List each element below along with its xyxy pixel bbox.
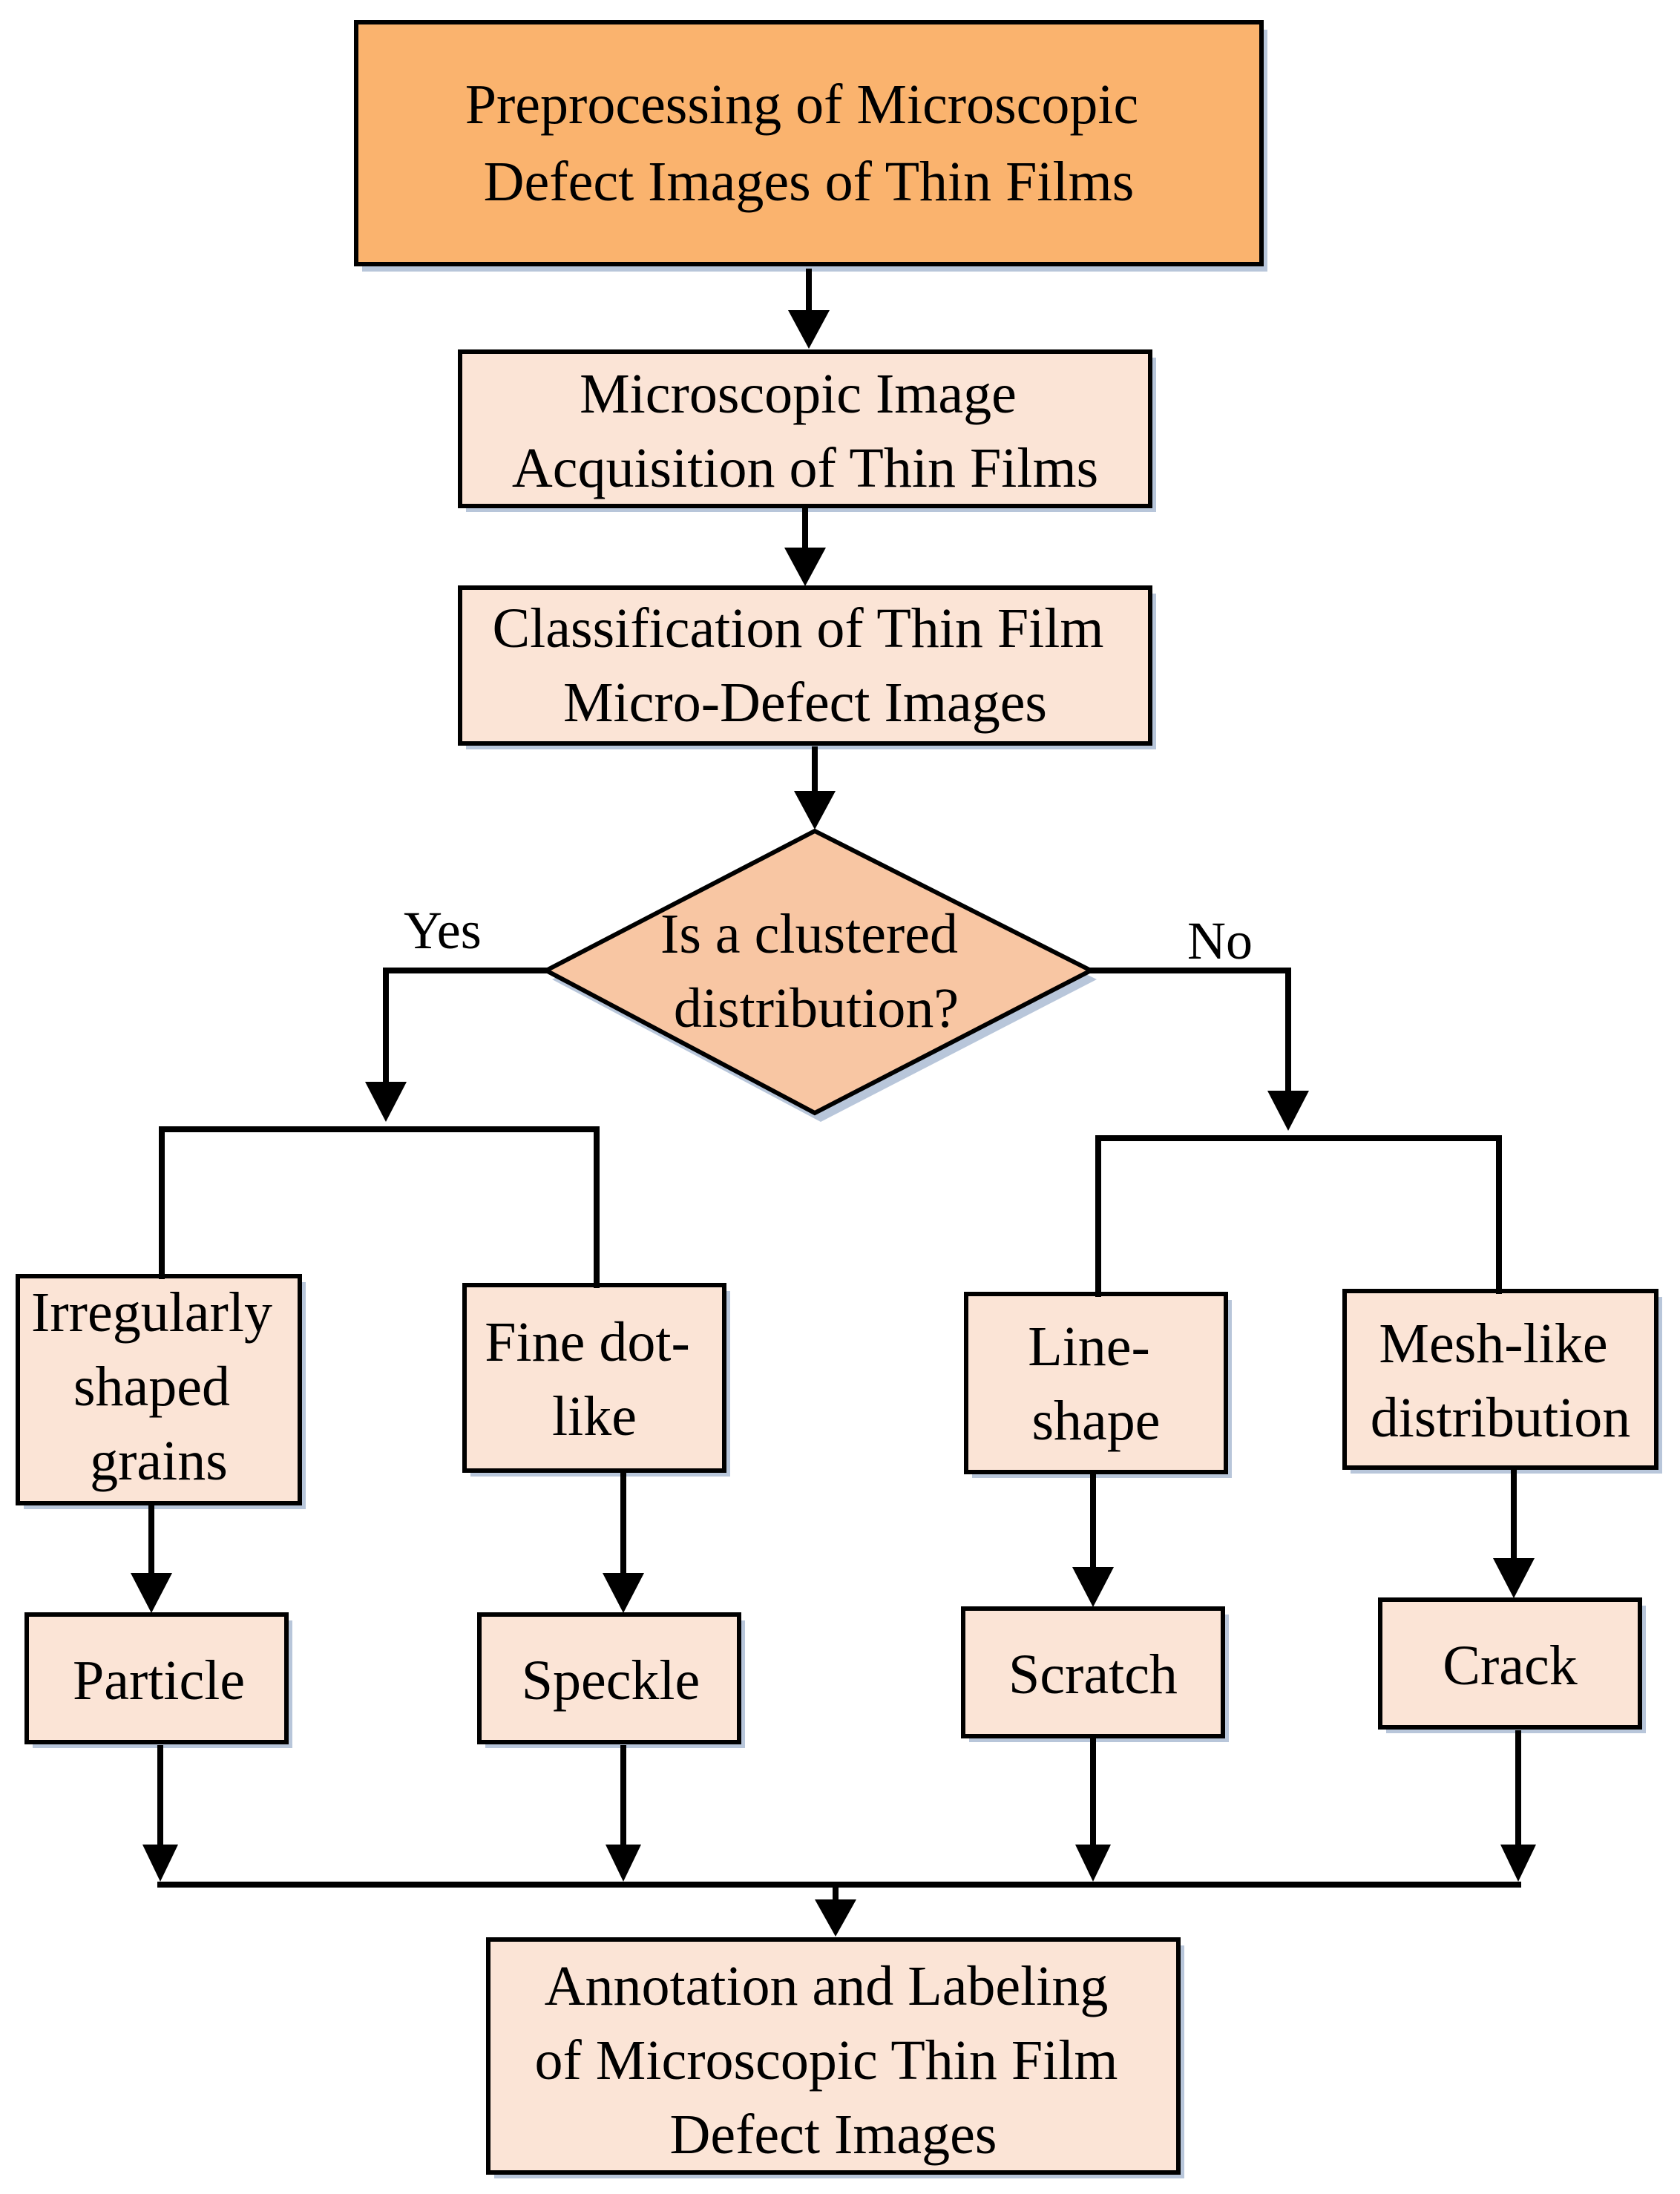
svg-text:Scratch: Scratch: [1008, 1643, 1178, 1706]
svg-text:Annotation and Labeling: Annotation and Labeling of Microscopic T…: [535, 1955, 1132, 2166]
annotation-line-2: of Microscopic Thin Film: [535, 2029, 1118, 2092]
fine-dot-node: Fine dot- like: [462, 1283, 730, 1477]
svg-text:Is a clustered distribut: Is a clustered distribution?: [660, 903, 972, 1039]
scratch-label: Scratch: [1008, 1643, 1178, 1706]
arrowhead-merge-ann: [815, 1899, 856, 1937]
svg-text:Irregularly shaped: Irregularly shaped grains: [31, 1281, 286, 1492]
preprocessing-line-2: Defect Images of Thin Films: [484, 151, 1135, 213]
connector-no: [1088, 968, 1291, 1095]
particle-node: Particle: [24, 1612, 292, 1748]
mesh-like-line-2: distribution: [1371, 1387, 1630, 1449]
svg-text:Crack: Crack: [1443, 1635, 1577, 1697]
arrowhead-yes: [365, 1082, 407, 1122]
connector-yes-split: [159, 1126, 600, 1288]
svg-text:Speckle: Speckle: [522, 1649, 700, 1712]
irregular-line-1: Irregularly: [31, 1281, 272, 1344]
annotation-node: Annotation and Labeling of Microscopic T…: [486, 1937, 1184, 2178]
connectors: [131, 269, 1536, 1937]
line-shape-line-2: shape: [1031, 1390, 1160, 1452]
arrowhead-fine-speckle: [603, 1573, 644, 1613]
fine-dot-line-2: like: [552, 1385, 637, 1448]
svg-text:Preprocessing of Microscopic: Preprocessing of Microscopic Defect Imag…: [465, 73, 1153, 213]
arrowhead-acq-cls: [784, 548, 826, 586]
arrowhead-pre-acq: [788, 310, 830, 349]
svg-text:Particle: Particle: [73, 1649, 245, 1712]
line-shape-line-1: Line-: [1028, 1316, 1150, 1378]
svg-text:Classification of Thin Film: Classification of Thin Film Micro-Defect…: [492, 597, 1118, 734]
arrowhead-scratch-merge: [1075, 1845, 1111, 1882]
decision-line-2: distribution?: [674, 977, 959, 1039]
irregular-grains-node: Irregularly shaped grains: [16, 1274, 306, 1509]
classification-line-2: Micro-Defect Images: [563, 671, 1047, 734]
acquisition-node: Microscopic Image Acquisition of Thin Fi…: [458, 349, 1156, 512]
acquisition-line-2: Acquisition of Thin Films: [512, 437, 1098, 499]
svg-text:Microscopic Image Acquis: Microscopic Image Acquisition of Thin Fi…: [512, 363, 1098, 499]
speckle-label: Speckle: [522, 1649, 700, 1712]
particle-label: Particle: [73, 1649, 245, 1712]
preprocessing-line-1: Preprocessing of Microscopic: [465, 73, 1139, 136]
arrowhead-no: [1267, 1091, 1309, 1131]
preprocessing-node: Preprocessing of Microscopic Defect Imag…: [354, 20, 1267, 272]
no-label: No: [1187, 911, 1253, 970]
annotation-line-3: Defect Images: [670, 2103, 997, 2166]
line-shape-node: Line- shape: [964, 1292, 1232, 1478]
arrowhead-mesh-crack: [1493, 1558, 1535, 1598]
decision-line-1: Is a clustered: [660, 903, 958, 965]
classification-line-1: Classification of Thin Film: [492, 597, 1103, 660]
arrowhead-particle-merge: [142, 1845, 178, 1882]
classification-node: Classification of Thin Film Micro-Defect…: [458, 585, 1156, 749]
arrowhead-speckle-merge: [606, 1845, 641, 1882]
arrowhead-crack-merge: [1500, 1845, 1536, 1882]
svg-text:Mesh-like distribution: Mesh-like distribution: [1371, 1313, 1630, 1449]
arrowhead-cls-dec: [794, 791, 836, 830]
acquisition-line-1: Microscopic Image: [580, 363, 1017, 425]
crack-label: Crack: [1443, 1635, 1577, 1697]
connector-no-split: [1095, 1135, 1502, 1297]
annotation-line-1: Annotation and Labeling: [545, 1955, 1109, 2017]
decision-node: Is a clustered distribution?: [541, 828, 1097, 1122]
arrowhead-irr-particle: [131, 1573, 172, 1613]
speckle-node: Speckle: [477, 1612, 745, 1748]
svg-text:Fine dot- like: Fine dot- like: [485, 1311, 704, 1448]
connector-yes: [383, 968, 549, 1086]
irregular-line-2: shaped: [73, 1356, 230, 1418]
crack-node: Crack: [1378, 1597, 1646, 1733]
arrowhead-line-scratch: [1072, 1567, 1114, 1607]
yes-label: Yes: [404, 901, 482, 960]
mesh-like-line-1: Mesh-like: [1379, 1313, 1607, 1375]
svg-text:Line- shape: Line- shape: [1028, 1316, 1164, 1452]
fine-dot-line-1: Fine dot-: [485, 1311, 690, 1373]
mesh-like-node: Mesh-like distribution: [1342, 1289, 1662, 1474]
scratch-node: Scratch: [961, 1606, 1229, 1742]
irregular-line-3: grains: [90, 1430, 228, 1492]
